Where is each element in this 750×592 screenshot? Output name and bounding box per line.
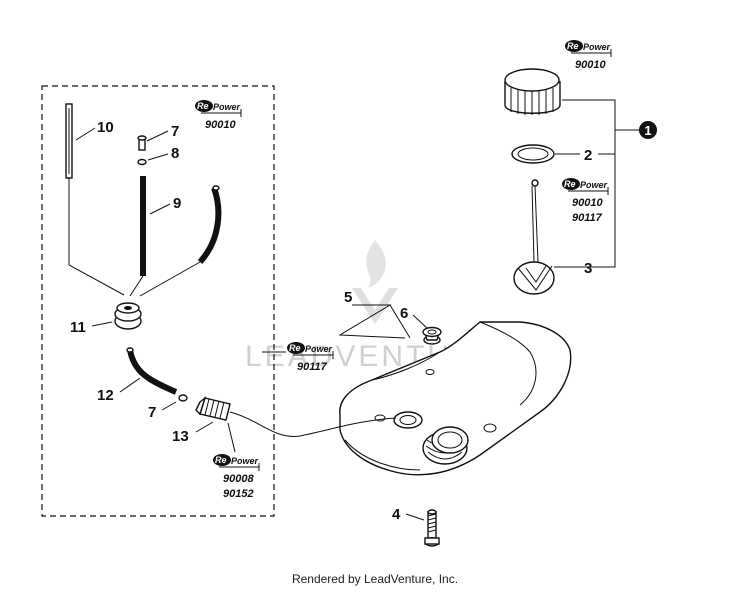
repower-number: 90117 [297,361,328,373]
callout-11: 11 [70,319,86,336]
kit-dashed-box [41,85,275,517]
repower-badge: Re Power 90010 [195,100,242,131]
fuel-line-part-10 [65,103,73,179]
repower-power-text: Power [213,102,241,112]
repower-number: 90008 [223,473,254,485]
callout-7a: 7 [171,123,179,140]
repower-re-text: Re [215,455,227,465]
callout-9: 9 [173,195,181,212]
repower-number: 90010 [205,119,236,131]
leader-11 [91,321,113,327]
callout-8: 8 [171,145,179,162]
bolt-part-4 [424,509,440,547]
assembly-line-10 [68,178,125,296]
watermark-flame-icon [366,240,386,288]
fuel-cap-part-1 [504,68,561,115]
watermark-v-icon [352,288,398,324]
leader-10 [75,127,96,141]
repower-number: 90152 [223,488,254,500]
callout-10: 10 [97,119,114,136]
repower-badge: Re Power 90010 [565,40,612,71]
kit-bracket [562,99,640,268]
repower-power-text: Power [305,344,333,354]
callout-5: 5 [344,289,352,306]
callout-7b: 7 [148,404,156,421]
repower-badge: Re Power 90117 [287,342,334,373]
footer-credit: Rendered by LeadVenture, Inc. [291,572,459,586]
callout-2: 2 [584,147,592,164]
o-ring-part-8 [137,158,147,166]
leader-5 [338,304,411,339]
assembly-line-9 [129,275,144,297]
assembly-line-9b [139,261,201,297]
leader-9 [149,203,171,215]
callout-13: 13 [172,428,189,445]
callout-12: 12 [97,387,114,404]
fuel-tank [339,321,572,476]
o-ring-part-7-bottom [178,394,188,402]
leader-4 [405,513,425,521]
leader-13-badge [227,422,236,453]
repower-power-text: Power [231,456,259,466]
leader-13 [195,421,214,433]
callout-3: 3 [584,260,592,277]
fuel-filter-part-13 [195,396,231,421]
repower-re-text: Re [564,179,576,189]
repower-re-text: Re [567,41,579,51]
assembly-line-tank [229,411,397,438]
callout-4: 4 [392,506,401,523]
callout-kit-marker [639,121,657,139]
fuel-hose-part-9 [140,176,222,276]
grommet-part-11 [114,302,142,330]
repower-badge: Re Power 90008 90152 [213,454,260,500]
fitting-part-7-top [137,135,147,151]
repower-re-text: Re [197,101,209,111]
leader-8 [147,153,169,161]
leader-6 [412,314,428,329]
repower-badge: Re Power 90010 90117 [562,178,609,224]
repower-re-text: Re [289,343,301,353]
repower-power-text: Power [580,180,608,190]
leader-12 [119,377,141,393]
leader-7b [161,401,177,411]
callout-1: 1 [644,123,651,138]
gasket-part-2 [511,144,555,164]
repower-power-text: Power [583,42,611,52]
leader-7a [146,130,169,142]
repower-number: 90010 [575,59,606,71]
grommet-part-6 [422,326,442,345]
fuel-filter-part-3 [513,179,555,295]
callout-6: 6 [400,305,408,322]
repower-number: 90117 [572,212,603,224]
fuel-hose-part-12 [126,347,178,395]
repower-number: 90010 [572,197,603,209]
